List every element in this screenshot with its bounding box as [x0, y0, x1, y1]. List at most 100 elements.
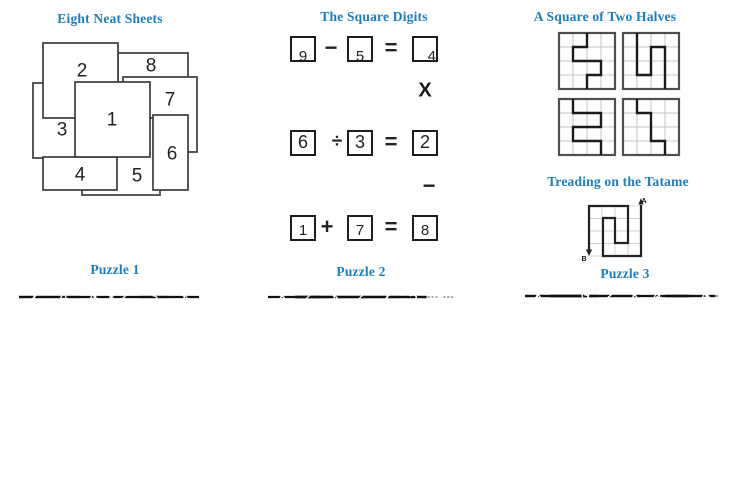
clue-number: 4 — [653, 288, 662, 305]
equals-sign: = — [384, 34, 398, 60]
clue-number: 2 — [120, 289, 129, 306]
arrow-down-icon — [585, 249, 593, 256]
clue-number: 1 — [90, 289, 99, 306]
sheet-number-5: 5 — [132, 166, 143, 187]
grid-border — [621, 97, 681, 157]
puzzle-1-title: Puzzle 1 — [90, 262, 140, 277]
clue-number: 1 — [533, 288, 542, 305]
clue-number: 3 — [277, 289, 286, 306]
clue-number: 2 — [605, 288, 614, 305]
minus-sign: − — [324, 34, 338, 60]
boxed-digit: 4 — [427, 48, 436, 65]
clue-number: 1 — [701, 288, 710, 305]
clue-number: 3 — [435, 289, 444, 306]
digit-box-7: 7 — [347, 215, 373, 241]
sheet-number-6: 6 — [167, 144, 178, 165]
puzzle-3-title: Puzzle 3 — [600, 266, 650, 281]
clue-number: 3 — [150, 289, 159, 306]
clue-number: 2 — [120, 289, 129, 306]
puzzle-2-title: Puzzle 2 — [336, 264, 386, 279]
clue-number: 3 — [180, 289, 189, 306]
boxed-digit: 3 — [354, 132, 365, 153]
grid-border — [621, 31, 681, 91]
section-title-square-digits: The Square Digits — [320, 9, 428, 24]
clue-number: 4 — [90, 289, 99, 306]
clue-number: 1 — [382, 289, 391, 306]
clue-number: 3 — [435, 289, 444, 306]
grid-border — [557, 97, 617, 157]
walk-path — [587, 204, 643, 258]
boxed-digit: 6 — [297, 132, 308, 153]
clue-number: 4 — [60, 289, 69, 306]
clue-number: 1 — [30, 289, 39, 306]
clue-number: 3 — [330, 289, 339, 306]
two-halves-grid-4 — [621, 97, 681, 157]
section-title-square-of-two-halves: A Square of Two Halves — [533, 9, 677, 24]
clue-number: 3 — [277, 289, 286, 306]
sheet-number-8: 8 — [146, 56, 157, 77]
clue-number: 3 — [581, 288, 590, 305]
clue-number: 3 — [533, 288, 542, 305]
sheet-number-2: 2 — [77, 61, 88, 82]
clue-number: 2 — [533, 288, 542, 305]
clue-number: 2 — [303, 289, 312, 306]
digit-box-8: 8 — [412, 215, 438, 241]
clue-number: 0 — [581, 288, 590, 305]
boxed-digit: 2 — [419, 132, 430, 153]
clue-number: 4 — [701, 288, 710, 305]
sheet-number-7: 7 — [165, 90, 176, 111]
digit-box-3: 3 — [347, 130, 373, 156]
plus-sign: + — [320, 213, 334, 239]
section-title-eight-neat-sheets: Eight Neat Sheets — [57, 11, 163, 26]
arrow-up-icon — [638, 198, 644, 205]
label-b: B — [581, 256, 586, 263]
dividing-path — [635, 33, 667, 89]
label-a: A — [641, 198, 646, 205]
equals-sign: = — [384, 128, 398, 154]
minus-sign: − — [422, 172, 436, 198]
clue-number: 2 — [356, 289, 365, 306]
clue-number: 2 — [533, 288, 542, 305]
sheet-number-1: 1 — [107, 110, 118, 131]
boxed-digit: 9 — [298, 48, 308, 65]
eight-neat-sheets-diagram: 87 5 6 3 2 4 1 — [32, 42, 198, 196]
sheet-rect-1 — [74, 81, 151, 158]
digit-box-2: 2 — [412, 130, 438, 156]
clue-number: 1 — [180, 289, 189, 306]
clue-number: 2 — [629, 288, 638, 305]
dividing-path — [571, 99, 603, 155]
clue-number: 5 — [409, 289, 418, 306]
boxed-digit: 5 — [355, 48, 365, 65]
clue-number: 2 — [382, 289, 391, 306]
equals-sign: = — [384, 213, 398, 239]
digit-box-6: 6 — [290, 130, 316, 156]
clue-number: 2 — [435, 289, 444, 306]
digit-box-9: 9 — [290, 36, 316, 65]
boxed-digit: 7 — [355, 222, 365, 239]
sheet-number-3: 3 — [57, 120, 68, 141]
clue-number: 1 — [330, 289, 339, 306]
sheet-rect-4 — [42, 156, 118, 191]
clue-number: 2 — [30, 289, 39, 306]
treading-tatame-diagram: AB — [581, 198, 647, 263]
dividing-path — [571, 33, 603, 89]
dividing-path — [635, 99, 667, 155]
clue-number: 2 — [277, 289, 286, 306]
multiply-sign: X — [418, 79, 432, 102]
sheet-rect-6 — [152, 114, 189, 191]
clue-number: 2 — [605, 288, 614, 305]
digit-box-5: 5 — [347, 36, 373, 65]
two-halves-grid-1 — [557, 31, 617, 91]
divide-sign: ÷ — [331, 131, 343, 153]
section-title-treading-on-the-tatame: Treading on the Tatame — [547, 174, 689, 189]
sheet-number-4: 4 — [75, 165, 86, 186]
boxed-digit: 8 — [420, 222, 430, 239]
two-halves-grid-2 — [621, 31, 681, 91]
clue-number: 3 — [629, 288, 638, 305]
clue-number: 1 — [701, 288, 710, 305]
clue-number: 2 — [653, 288, 662, 305]
boxed-digit: 1 — [298, 222, 308, 239]
